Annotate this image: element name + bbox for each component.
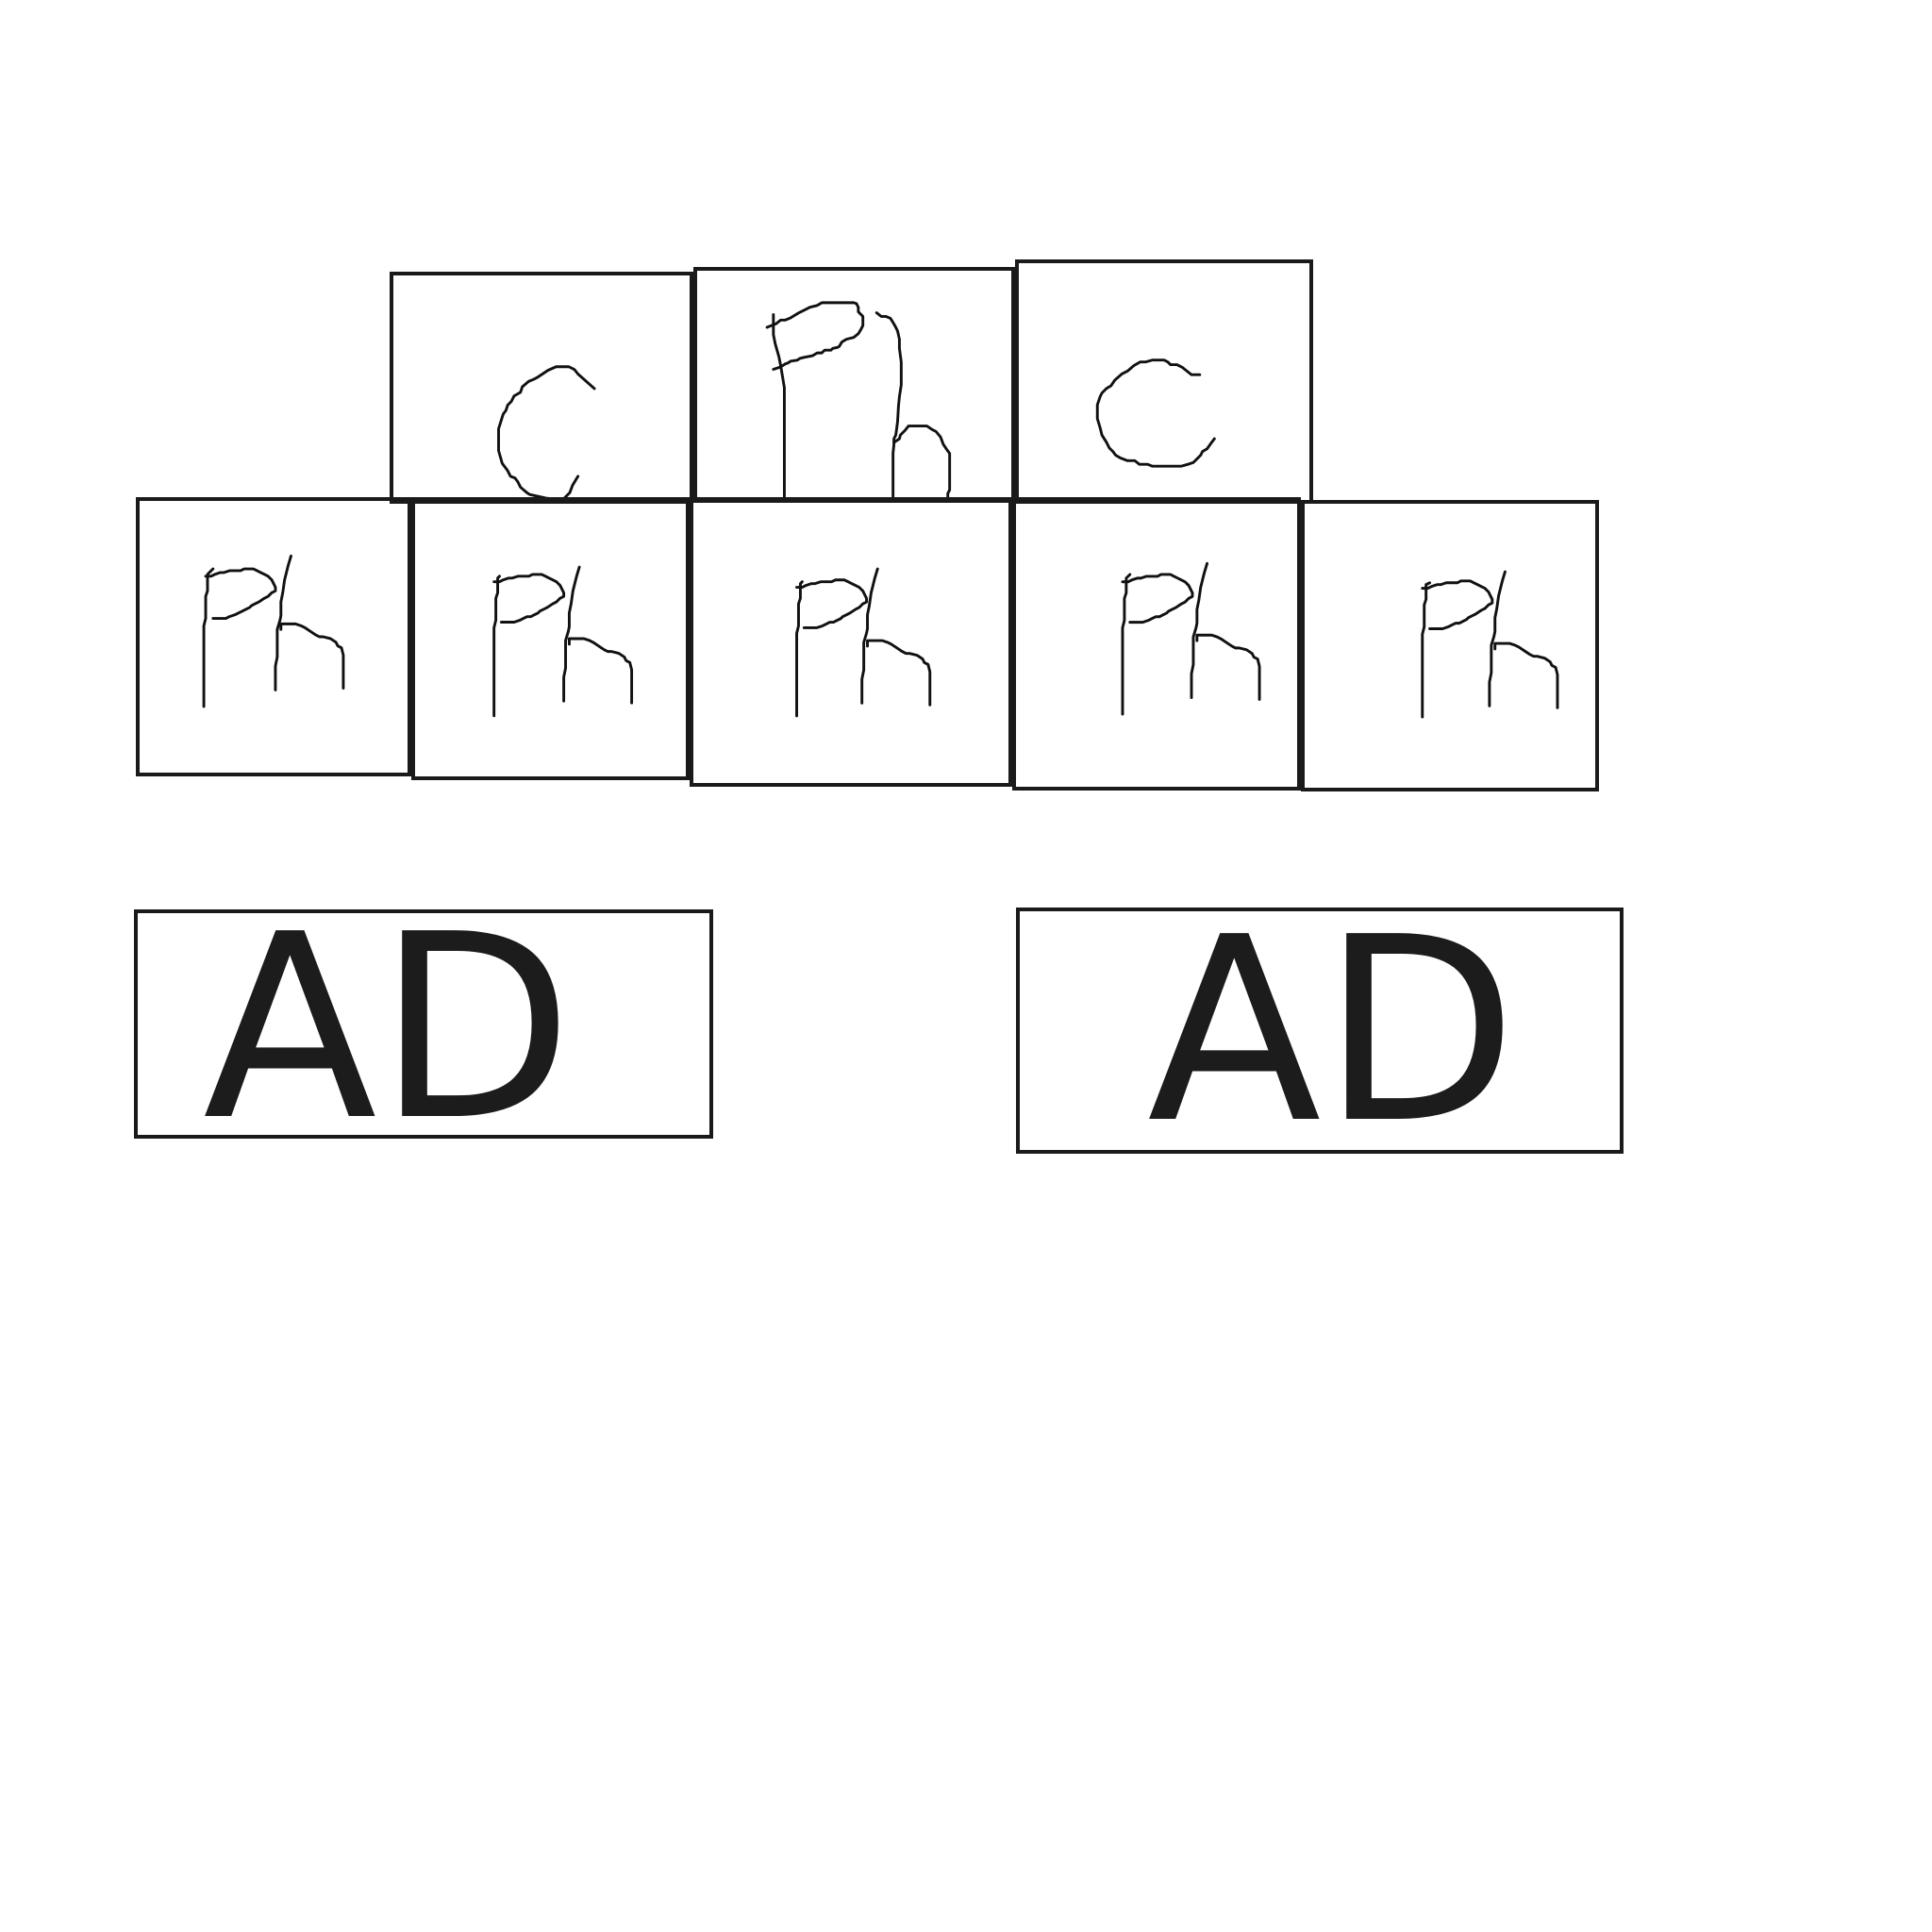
- handwritten-ph-3: [795, 567, 932, 718]
- bottom-box-ad-right: AD: [1016, 904, 1624, 1158]
- top-box-c-right: C: [1015, 259, 1313, 504]
- middle-box-ph-2-label: Ph: [415, 501, 416, 502]
- handwritten-ph-top: [765, 301, 952, 501]
- top-box-c-left-label: C: [393, 275, 394, 276]
- handwritten-ph-1: [202, 554, 345, 708]
- ad-label-left: AD: [203, 879, 574, 1176]
- ad-label-right: AD: [1147, 882, 1518, 1179]
- bottom-box-ad-left: AD: [134, 901, 713, 1156]
- handwritten-ph-4: [1121, 561, 1261, 716]
- middle-box-ph-4-label: Ph: [1016, 501, 1017, 502]
- top-box-ph: Ph: [693, 267, 1015, 503]
- top-box-ph-label: Ph: [697, 271, 698, 272]
- handwritten-c-right: [1095, 358, 1216, 468]
- middle-box-ph-1: Ph: [136, 497, 411, 776]
- middle-box-ph-5-label: Ph: [1305, 504, 1306, 505]
- handwritten-ph-2: [492, 565, 634, 718]
- middle-box-ph-4: Ph: [1012, 497, 1301, 791]
- handwritten-ph-5: [1421, 570, 1559, 719]
- middle-box-ph-3-label: Ph: [693, 501, 694, 502]
- top-box-c-right-label: C: [1019, 263, 1020, 264]
- middle-box-ph-2: Ph: [411, 497, 690, 780]
- top-box-c-left: C: [390, 272, 693, 504]
- middle-box-ph-5: Ph: [1301, 500, 1599, 791]
- middle-box-ph-3: Ph: [690, 497, 1012, 787]
- middle-box-ph-1-label: Ph: [140, 501, 141, 502]
- handwritten-c-left: [497, 365, 596, 502]
